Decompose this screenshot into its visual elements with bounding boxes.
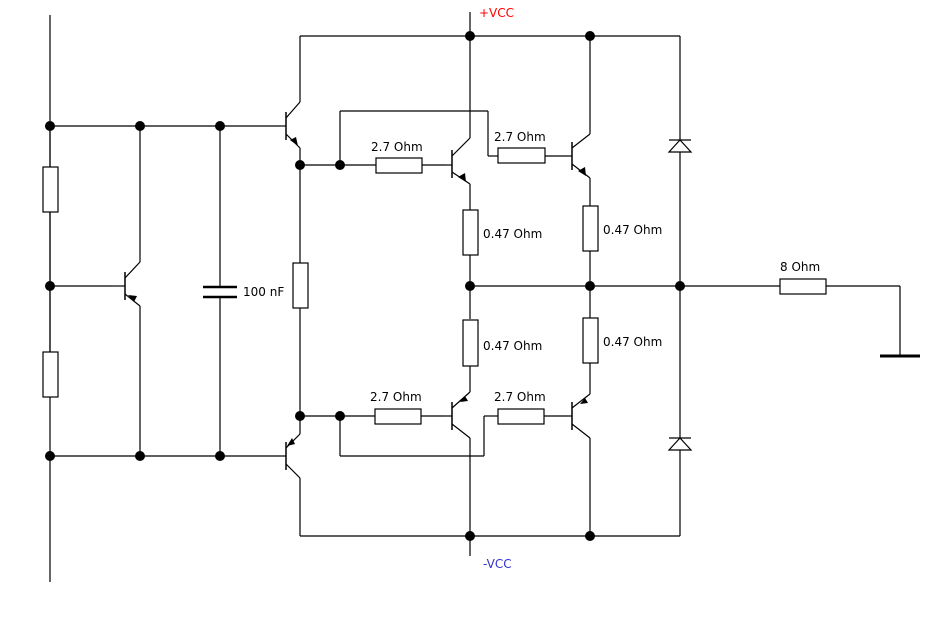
resistor-emitter-upper-left-label: 0.47 Ohm [483, 227, 542, 241]
resistor-bias-top [42, 166, 59, 213]
resistors [42, 147, 827, 425]
resistor-base-upper-right-label: 2.7 Ohm [494, 130, 546, 144]
resistor-emitter-lower-left-label: 0.47 Ohm [483, 339, 542, 353]
resistor-emitter-lower-right [582, 317, 599, 364]
resistor-base-lower-left-label: 2.7 Ohm [370, 390, 422, 404]
resistor-load [779, 278, 827, 295]
junction-dots [45, 31, 685, 541]
transistor-output-lower-left [446, 391, 471, 439]
capacitor-label: 100 nF [243, 285, 284, 299]
resistor-driver-emitter [292, 262, 309, 309]
transistor-output-lower-right [568, 393, 591, 439]
resistor-base-upper-left [375, 157, 423, 174]
capacitor [203, 285, 237, 299]
resistor-base-lower-left [374, 408, 422, 425]
resistor-emitter-upper-right [582, 205, 599, 252]
rail-positive-label: +VCC [479, 6, 514, 20]
transistor-driver-upper [280, 101, 301, 149]
resistor-base-upper-left-label: 2.7 Ohm [371, 140, 423, 154]
transistor-output-upper-left [446, 137, 471, 185]
transistor-vbe-multiplier [112, 261, 141, 307]
rail-negative-label: -VCC [483, 557, 512, 571]
resistor-emitter-upper-right-label: 0.47 Ohm [603, 223, 662, 237]
resistor-base-upper-right [497, 147, 546, 164]
resistor-emitter-lower-left [462, 319, 479, 367]
resistor-emitter-upper-left [462, 209, 479, 256]
transistor-output-upper-right [568, 133, 591, 179]
wires [49, 12, 901, 582]
resistor-bias-bottom [42, 351, 59, 398]
transistor-driver-lower [280, 433, 301, 479]
diode-upper [667, 139, 693, 153]
resistor-emitter-lower-right-label: 0.47 Ohm [603, 335, 662, 349]
resistor-base-lower-right-label: 2.7 Ohm [494, 390, 546, 404]
diode-lower [667, 437, 693, 451]
resistor-load-label: 8 Ohm [780, 260, 820, 274]
resistor-base-lower-right [497, 408, 545, 425]
